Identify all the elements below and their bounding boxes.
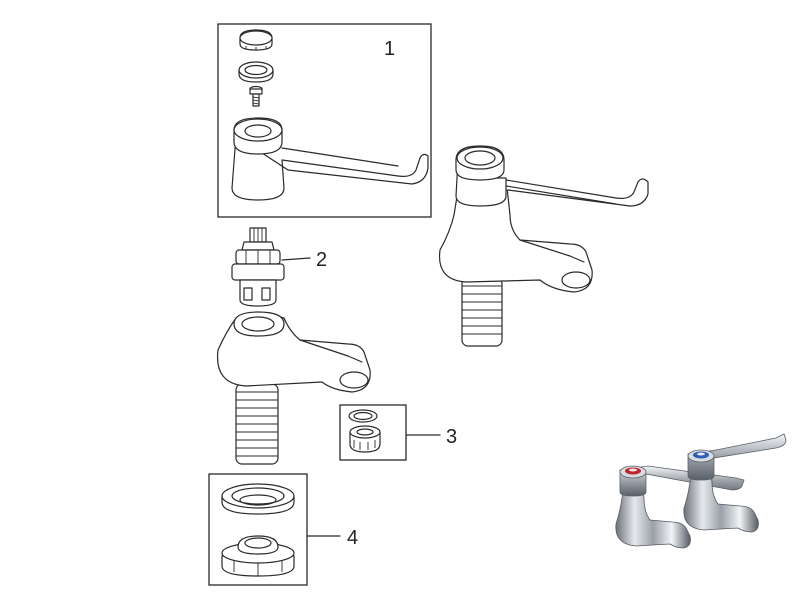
callout-4: 4 [347,527,358,549]
part-1-handle-kit [217,23,432,218]
cold-tap-photo [683,433,787,533]
tap-pair-photo-icon [615,433,787,549]
part-3-box [339,404,407,461]
tap-body-icon [216,311,371,465]
backnut-icon [221,535,295,577]
backnut-washer-icon [221,483,295,515]
leader-2 [281,257,311,261]
callout-3: 3 [446,426,457,448]
callout-2: 2 [316,249,327,271]
part-1-box [217,23,432,218]
callout-1: 1 [384,38,395,60]
part-4-box [208,473,308,586]
part-3-flow-insert [339,404,407,461]
assembled-tap-shank [461,277,503,347]
lever-tap-handle-icon [231,117,429,201]
tap-body-shank [235,383,279,465]
indicator-cap-icon [239,29,273,51]
assembled-tap-icon [438,145,649,347]
screw-icon [249,85,263,107]
hot-tap-photo [615,465,745,549]
washer-ring-icon [238,61,274,83]
flow-insert-icon [348,409,381,453]
part-4-backnut-kit [208,473,308,586]
tap-cartridge-icon [231,227,285,307]
